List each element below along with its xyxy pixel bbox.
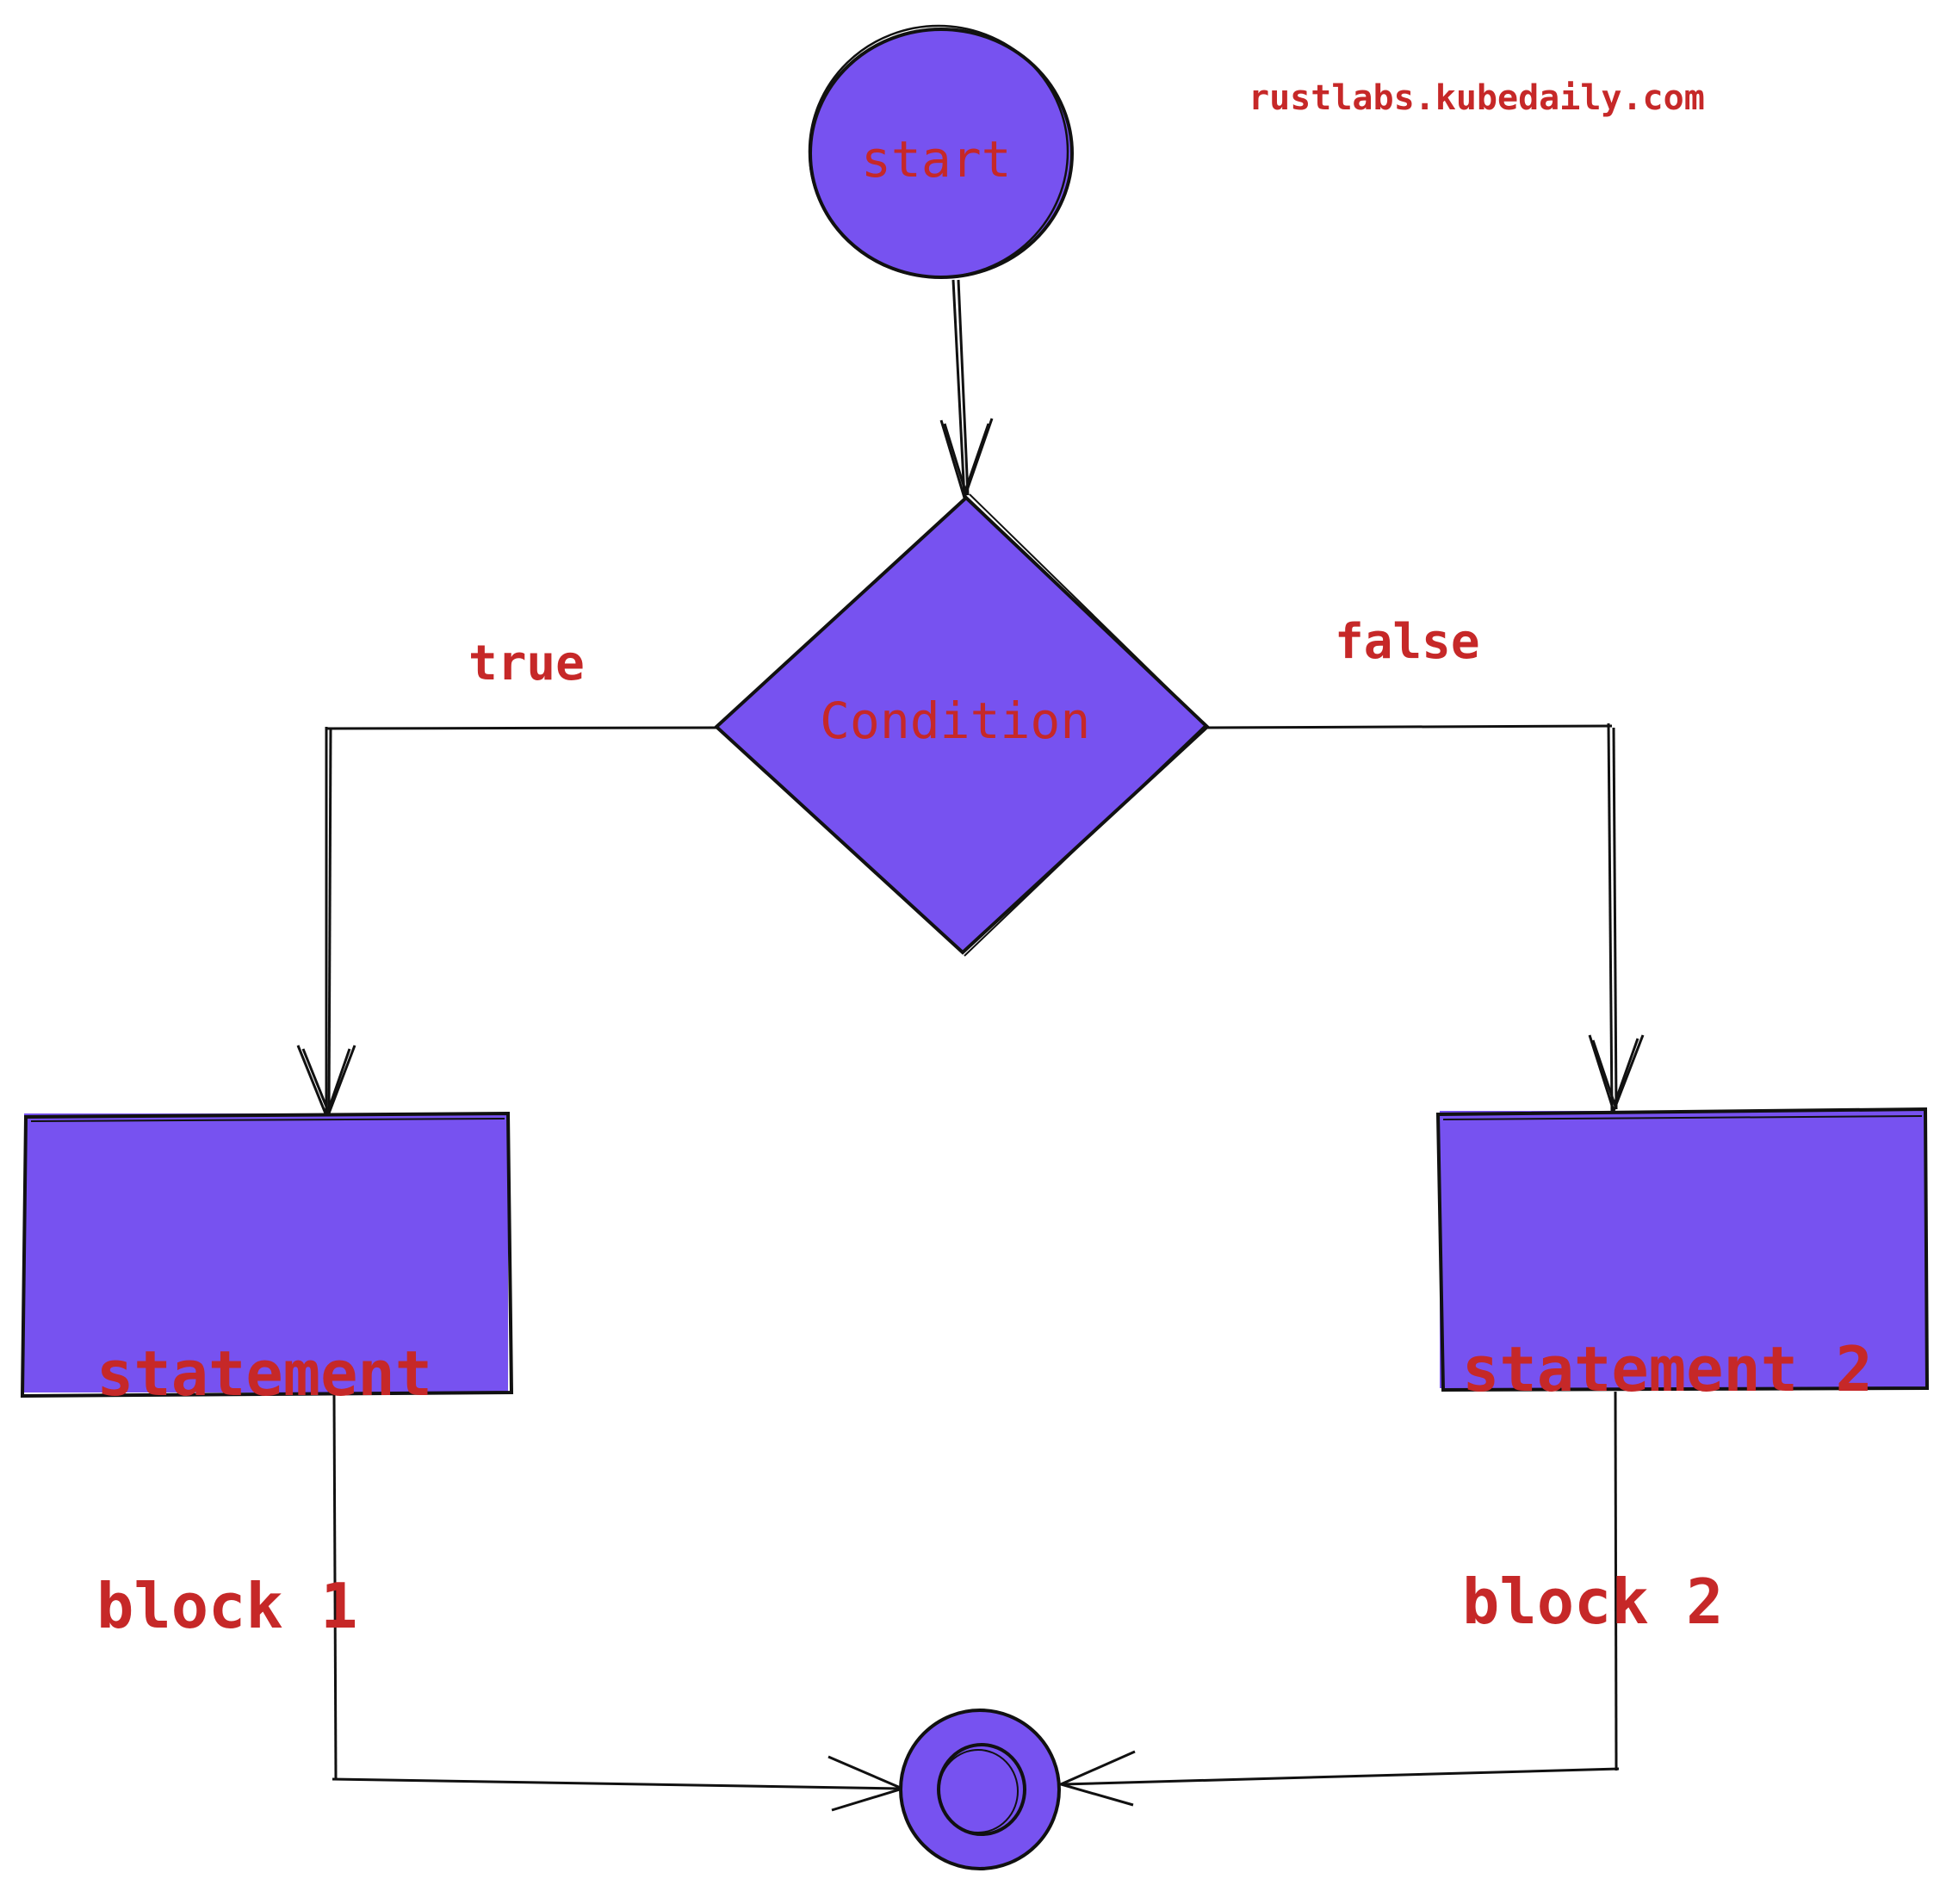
block1-line1: statement [96, 1337, 433, 1410]
statement-block-2 [1435, 1107, 1930, 1392]
start-node [808, 24, 1074, 279]
block2-line2: block 2 [1462, 1566, 1724, 1638]
block2-line1: statement 2 [1462, 1333, 1873, 1405]
end-node [899, 1709, 1061, 1870]
statement-block-1 [20, 1111, 514, 1399]
false-edge-label: false [1335, 614, 1480, 670]
block1-label: statement block 1 [96, 1180, 432, 1722]
true-edge-label: true [468, 636, 585, 692]
edge-start-to-condition [939, 279, 994, 502]
block2-label: statement 2 block 2 [1462, 1175, 1873, 1718]
edge-true [296, 726, 717, 1122]
block1-line2: block 1 [96, 1570, 358, 1642]
edge-false [1206, 723, 1645, 1115]
condition-label: Condition [820, 692, 1091, 750]
condition-node [714, 493, 1210, 957]
watermark-text: rustlabs.kubedaily.com [1249, 78, 1705, 118]
start-label: start [861, 130, 1012, 189]
edge-block2-to-end [1057, 1391, 1620, 1807]
